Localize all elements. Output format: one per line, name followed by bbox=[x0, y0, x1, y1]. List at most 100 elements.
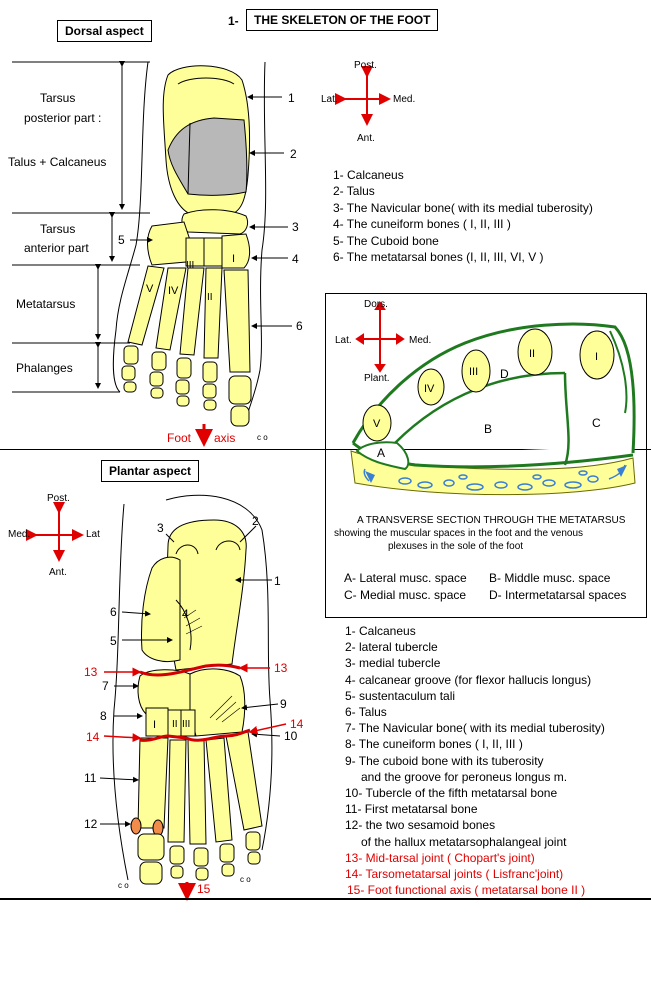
plantar-callout-9: 9 bbox=[280, 697, 287, 711]
dorsal-roman-iv: IV bbox=[168, 285, 179, 297]
dorsal-callout-6: 6 bbox=[296, 319, 303, 333]
plantar-callout-10: 10 bbox=[284, 729, 298, 743]
section-space-a: A bbox=[377, 446, 386, 460]
foot-axis-label-1: Foot bbox=[167, 431, 192, 445]
section-legend-c: C- Medial musc. space bbox=[344, 588, 467, 602]
plantar-axis-ant: Ant. bbox=[49, 567, 67, 578]
section-roman-iii: III bbox=[469, 366, 478, 378]
dorsal-callout-3: 3 bbox=[292, 220, 299, 234]
plantar-legend-item: 13- Mid-tarsal joint ( Chopart's joint) bbox=[345, 850, 535, 865]
plantar-callout-13-left: 13 bbox=[84, 665, 98, 679]
plantar-legend-item: 6- Talus bbox=[345, 705, 387, 720]
plantar-roman-iii: III bbox=[182, 719, 190, 730]
section-axis-dors: Dors. bbox=[364, 299, 388, 310]
section-roman-iv: IV bbox=[424, 383, 435, 395]
dorsal-callout-4: 4 bbox=[292, 252, 299, 266]
plantar-callout-3: 3 bbox=[157, 521, 164, 535]
section-caption-1: A TRANSVERSE SECTION THROUGH THE METATAR… bbox=[357, 515, 626, 526]
dorsal-roman-ii: II bbox=[207, 292, 213, 303]
region-tarsus-anterior-label: Tarsus bbox=[40, 222, 76, 236]
dorsal-callout-5: 5 bbox=[118, 233, 125, 247]
plantar-roman-ii: II bbox=[172, 719, 178, 730]
section-space-b: B bbox=[484, 422, 493, 436]
section-caption-3: plexuses in the sole of the foot bbox=[388, 541, 524, 552]
section-roman-ii: II bbox=[529, 348, 535, 360]
region-talus-calcaneus-label: Talus + Calcaneus bbox=[8, 155, 107, 169]
plantar-legend-item: 9- The cuboid bone with its tuberosity bbox=[345, 753, 544, 768]
plantar-callout-15: 15 bbox=[197, 882, 211, 896]
plantar-callout-13-right: 13 bbox=[274, 661, 288, 675]
plantar-legend-item: of the hallux metatarsophalangeal joint bbox=[361, 834, 567, 849]
dorsal-legend-item: 1- Calcaneus bbox=[333, 168, 404, 182]
dorsal-foot-diagram: V IV III II I 1 2 3 4 6 5 c o bbox=[0, 61, 651, 450]
region-metatarsus-label: Metatarsus bbox=[16, 297, 76, 311]
dorsal-axis-med: Med. bbox=[393, 94, 416, 105]
plantar-legend-item: 12- the two sesamoid bones bbox=[345, 818, 496, 833]
section-legend-d: D- Intermetatarsal spaces bbox=[489, 588, 627, 602]
plantar-callout-7: 7 bbox=[102, 679, 109, 693]
plantar-foot-diagram: I II III 1 2 3 4 5 6 7 8 9 10 11 12 13 1… bbox=[26, 494, 304, 901]
dorsal-legend-item: 6- The metatarsal bones (I, II, III, VI,… bbox=[333, 250, 544, 265]
plantar-callout-12: 12 bbox=[84, 817, 98, 831]
plantar-legend-item: 15- Foot functional axis ( metatarsal bo… bbox=[347, 883, 586, 898]
plantar-legend-item: 2- lateral tubercle bbox=[345, 640, 438, 655]
plantar-mark-left: c o bbox=[118, 881, 129, 890]
section-axis-lat: Lat. bbox=[335, 335, 352, 346]
section-axis-plant: Plant. bbox=[364, 373, 390, 384]
plantar-callout-11: 11 bbox=[84, 771, 97, 785]
transverse-section-panel bbox=[325, 293, 647, 618]
section-legend-a: A- Lateral musc. space bbox=[344, 571, 467, 585]
foot-axis-label-2: axis bbox=[214, 431, 236, 445]
dorsal-roman-i: I bbox=[232, 253, 235, 265]
plantar-legend-item: and the groove for peroneus longus m. bbox=[361, 769, 568, 784]
plantar-legend-item: 7- The Navicular bone( with its medial t… bbox=[345, 721, 605, 736]
plantar-callout-14-right: 14 bbox=[290, 717, 304, 731]
region-phalanges-label: Phalanges bbox=[16, 361, 73, 375]
section-space-d: D bbox=[500, 367, 509, 381]
dorsal-callout-2: 2 bbox=[290, 147, 297, 161]
region-tarsus-posterior-label-2: posterior part : bbox=[24, 111, 102, 125]
plantar-callout-5: 5 bbox=[110, 634, 117, 648]
section-roman-i: I bbox=[595, 351, 598, 363]
section-roman-v: V bbox=[373, 418, 381, 430]
plantar-mark-right: c o bbox=[240, 875, 251, 884]
dorsal-mark: c o bbox=[257, 433, 268, 442]
dorsal-roman-iii: III bbox=[186, 260, 194, 271]
plantar-callout-14-left: 14 bbox=[86, 730, 100, 744]
plantar-roman-i: I bbox=[153, 719, 156, 731]
plantar-callout-2: 2 bbox=[252, 514, 259, 528]
plantar-callout-4: 4 bbox=[182, 607, 189, 621]
plantar-callout-8: 8 bbox=[100, 709, 107, 723]
plantar-legend-item: 3- medial tubercle bbox=[345, 656, 441, 671]
dorsal-legend: 1- Calcaneus 2- Talus 3- The Navicular b… bbox=[333, 167, 593, 265]
section-axis-med: Med. bbox=[409, 335, 432, 346]
section-space-c: C bbox=[592, 416, 601, 430]
dorsal-aspect-title: Dorsal aspect bbox=[57, 20, 152, 42]
plantar-axis-lat: Lat bbox=[86, 529, 100, 540]
dorsal-axis-lat: Lat. bbox=[321, 94, 338, 105]
dorsal-axis-ant: Ant. bbox=[357, 133, 375, 144]
plantar-legend-item: 14- Tarsometatarsal joints ( Lisfranc'jo… bbox=[345, 867, 564, 882]
region-tarsus-anterior-label-2: anterior part bbox=[24, 241, 89, 255]
bottom-divider bbox=[0, 898, 651, 900]
dorsal-legend-item: 2- Talus bbox=[333, 184, 375, 199]
page-title: THE SKELETON OF THE FOOT bbox=[246, 9, 439, 31]
plantar-legend-item: 11- First metatarsal bone bbox=[345, 802, 478, 817]
plantar-callout-6: 6 bbox=[110, 605, 117, 619]
transverse-section-diagram: V IV III II I bbox=[350, 301, 636, 496]
section-legend-b: B- Middle musc. space bbox=[489, 571, 611, 585]
dorsal-roman-v: V bbox=[146, 283, 154, 295]
plantar-legend: 1- Calcaneus 2- lateral tubercle 3- medi… bbox=[345, 623, 605, 898]
dorsal-legend-item: 5- The Cuboid bone bbox=[333, 233, 439, 248]
plantar-axis-med: Med. bbox=[8, 529, 31, 540]
region-tarsus-posterior-label: Tarsus bbox=[40, 91, 76, 105]
dorsal-legend-item: 4- The cuneiform bones ( I, II, III ) bbox=[333, 217, 511, 232]
plantar-axis-post: Post. bbox=[47, 493, 70, 504]
plantar-legend-item: 8- The cuneiform bones ( I, II, III ) bbox=[345, 737, 523, 752]
plantar-callout-1: 1 bbox=[274, 574, 281, 588]
plantar-legend-item: 1- Calcaneus bbox=[345, 624, 416, 638]
dorsal-callout-1: 1 bbox=[288, 91, 295, 105]
plantar-legend-item: 10- Tubercle of the fifth metatarsal bon… bbox=[345, 786, 558, 801]
plantar-legend-item: 5- sustentaculum tali bbox=[345, 688, 456, 703]
section-caption-2: showing the muscular spaces in the foot … bbox=[334, 528, 584, 539]
